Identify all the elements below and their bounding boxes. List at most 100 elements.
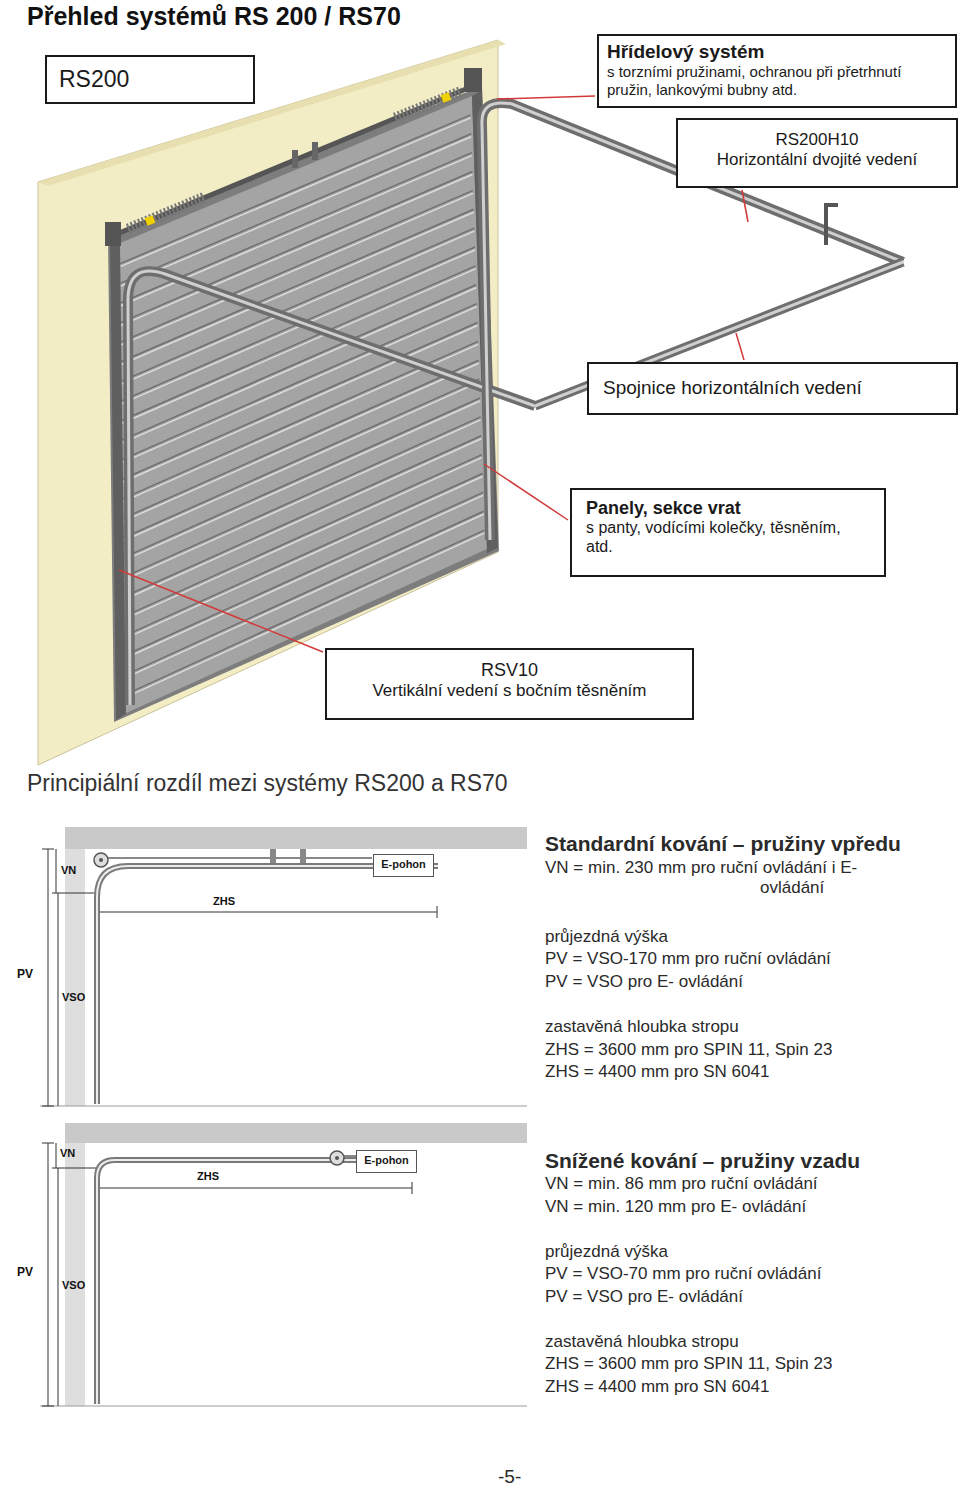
box-text: Vertikální vedení s bočním těsněním xyxy=(335,681,684,701)
cable-drum-axis xyxy=(99,858,103,862)
door-rib xyxy=(125,436,482,597)
dimension-line xyxy=(97,1188,412,1189)
hanger xyxy=(826,205,838,245)
door-rib-highlight xyxy=(120,118,470,267)
dimension-line xyxy=(97,912,437,913)
dimension-tick xyxy=(42,849,54,850)
door-rib xyxy=(125,474,483,636)
door-rib xyxy=(124,379,480,538)
dimension-label: VN xyxy=(60,1148,75,1160)
door-rib xyxy=(124,398,480,557)
spec-text: průjezdná výška xyxy=(545,927,668,947)
door-rib xyxy=(124,417,480,577)
horizontal-track xyxy=(128,271,535,705)
dimension-label: PV xyxy=(17,1266,33,1279)
cable-drum xyxy=(330,1151,344,1165)
callout-box: RS200 xyxy=(45,55,255,104)
door-rib xyxy=(122,209,474,361)
spring-shaft xyxy=(112,84,478,236)
shaft-bracket xyxy=(270,849,276,863)
door-rib-highlight xyxy=(122,212,474,364)
spec-text: VN = min. 86 mm pro ruční ovládání xyxy=(545,1174,818,1194)
horizontal-track xyxy=(128,271,535,705)
spec-text: ZHS = 4400 mm pro SN 6041 xyxy=(545,1062,769,1082)
spec-text: PV = VSO-170 mm pro ruční ovládání xyxy=(545,949,831,969)
spring-shaft xyxy=(344,1155,356,1157)
spec-text: ZHS = 4400 mm pro SN 6041 xyxy=(545,1377,769,1397)
dimension-line xyxy=(48,1143,49,1406)
box-heading: E-pohon xyxy=(359,1154,414,1167)
ceiling xyxy=(65,1123,527,1143)
door-rib-highlight xyxy=(125,458,482,619)
box-text: s torzními pružinami, ochranou při přetr… xyxy=(607,63,947,98)
cable-drum xyxy=(464,68,482,92)
dimension-label: ZHS xyxy=(213,896,235,908)
side-wall xyxy=(65,1143,85,1406)
leader-line xyxy=(497,96,595,99)
side-wall xyxy=(65,849,85,1106)
dimension-line xyxy=(56,1143,57,1168)
dimension-line xyxy=(56,849,57,893)
door-rib xyxy=(122,228,475,381)
page-title: Přehled systémů RS 200 / RS70 xyxy=(27,2,401,32)
leader-line xyxy=(736,333,744,360)
door-panel xyxy=(118,96,487,714)
spec-text: PV = VSO pro E- ovládání xyxy=(545,972,743,992)
leader-line xyxy=(119,570,323,652)
door-frame xyxy=(108,86,499,722)
box-heading: RS200H10 xyxy=(686,130,948,150)
dimension-tick xyxy=(412,1182,413,1194)
box-heading: RSV10 xyxy=(335,660,684,681)
spec-text: zastavěná hloubka stropu xyxy=(545,1017,739,1037)
box-heading: Hřídelový systém xyxy=(607,41,947,63)
dimension-label: VSO xyxy=(62,992,85,1004)
door-rib-highlight xyxy=(125,439,482,600)
spec-text: PV = VSO-70 mm pro ruční ovládání xyxy=(545,1264,821,1284)
cable-drum xyxy=(105,222,121,246)
track xyxy=(97,866,438,1104)
callout-box: Spojnice horizontálních vedení xyxy=(587,362,958,415)
door-rib xyxy=(121,172,473,323)
section-heading: Standardní kování – pružiny vpředu xyxy=(545,832,901,857)
dimension-tick xyxy=(52,893,100,894)
door-rib xyxy=(121,134,472,283)
spec-text: průjezdná výška xyxy=(545,1242,668,1262)
spec-text: -5- xyxy=(498,1466,521,1488)
door-rib xyxy=(120,115,470,264)
spec-text: PV = VSO pro E- ovládání xyxy=(545,1287,743,1307)
door-rib-highlight xyxy=(121,175,473,326)
ceiling xyxy=(65,827,527,849)
door-rib xyxy=(125,455,482,616)
leader-line xyxy=(484,464,568,520)
spec-text: Principiální rozdíl mezi systémy RS200 a… xyxy=(27,770,508,797)
door-rib xyxy=(124,360,479,518)
dimension-tick xyxy=(42,1106,54,1107)
box-heading: Panely, sekce vrat xyxy=(586,498,870,519)
leader-line xyxy=(742,190,748,222)
box-heading: RS200 xyxy=(59,66,241,93)
door-ribs xyxy=(120,115,484,698)
dimension-label: ZHS xyxy=(197,1171,219,1183)
dimension-label: VN xyxy=(61,865,76,877)
spec-text: zastavěná hloubka stropu xyxy=(545,1332,739,1352)
spec-text: ZHS = 3600 mm pro SPIN 11, Spin 23 xyxy=(545,1040,832,1060)
dimension-line xyxy=(58,893,59,1106)
dimension-tick xyxy=(42,1143,54,1144)
spec-text: VN = min. 120 mm pro E- ovládání xyxy=(545,1197,806,1217)
spec-text: ZHS = 3600 mm pro SPIN 11, Spin 23 xyxy=(545,1354,832,1374)
spring-marker xyxy=(442,96,450,99)
shaft-bracket xyxy=(300,849,306,863)
box-heading: E-pohon xyxy=(376,858,431,871)
section-heading: Snížené kování – pružiny vzadu xyxy=(545,1149,860,1174)
spec-text: VN = min. 230 mm pro ruční ovládání i E-… xyxy=(545,858,880,898)
dimension-label: VSO xyxy=(62,1280,85,1292)
track xyxy=(97,1160,412,1404)
door-rib xyxy=(123,323,478,480)
shaft-bracket xyxy=(312,142,318,160)
door-rib xyxy=(122,266,475,420)
drive-box: E-pohon xyxy=(356,1150,417,1173)
torsion-spring xyxy=(395,91,462,118)
callout-box: Panely, sekce vrats panty, vodícími kole… xyxy=(570,488,886,577)
door-rib-highlight xyxy=(121,156,472,306)
